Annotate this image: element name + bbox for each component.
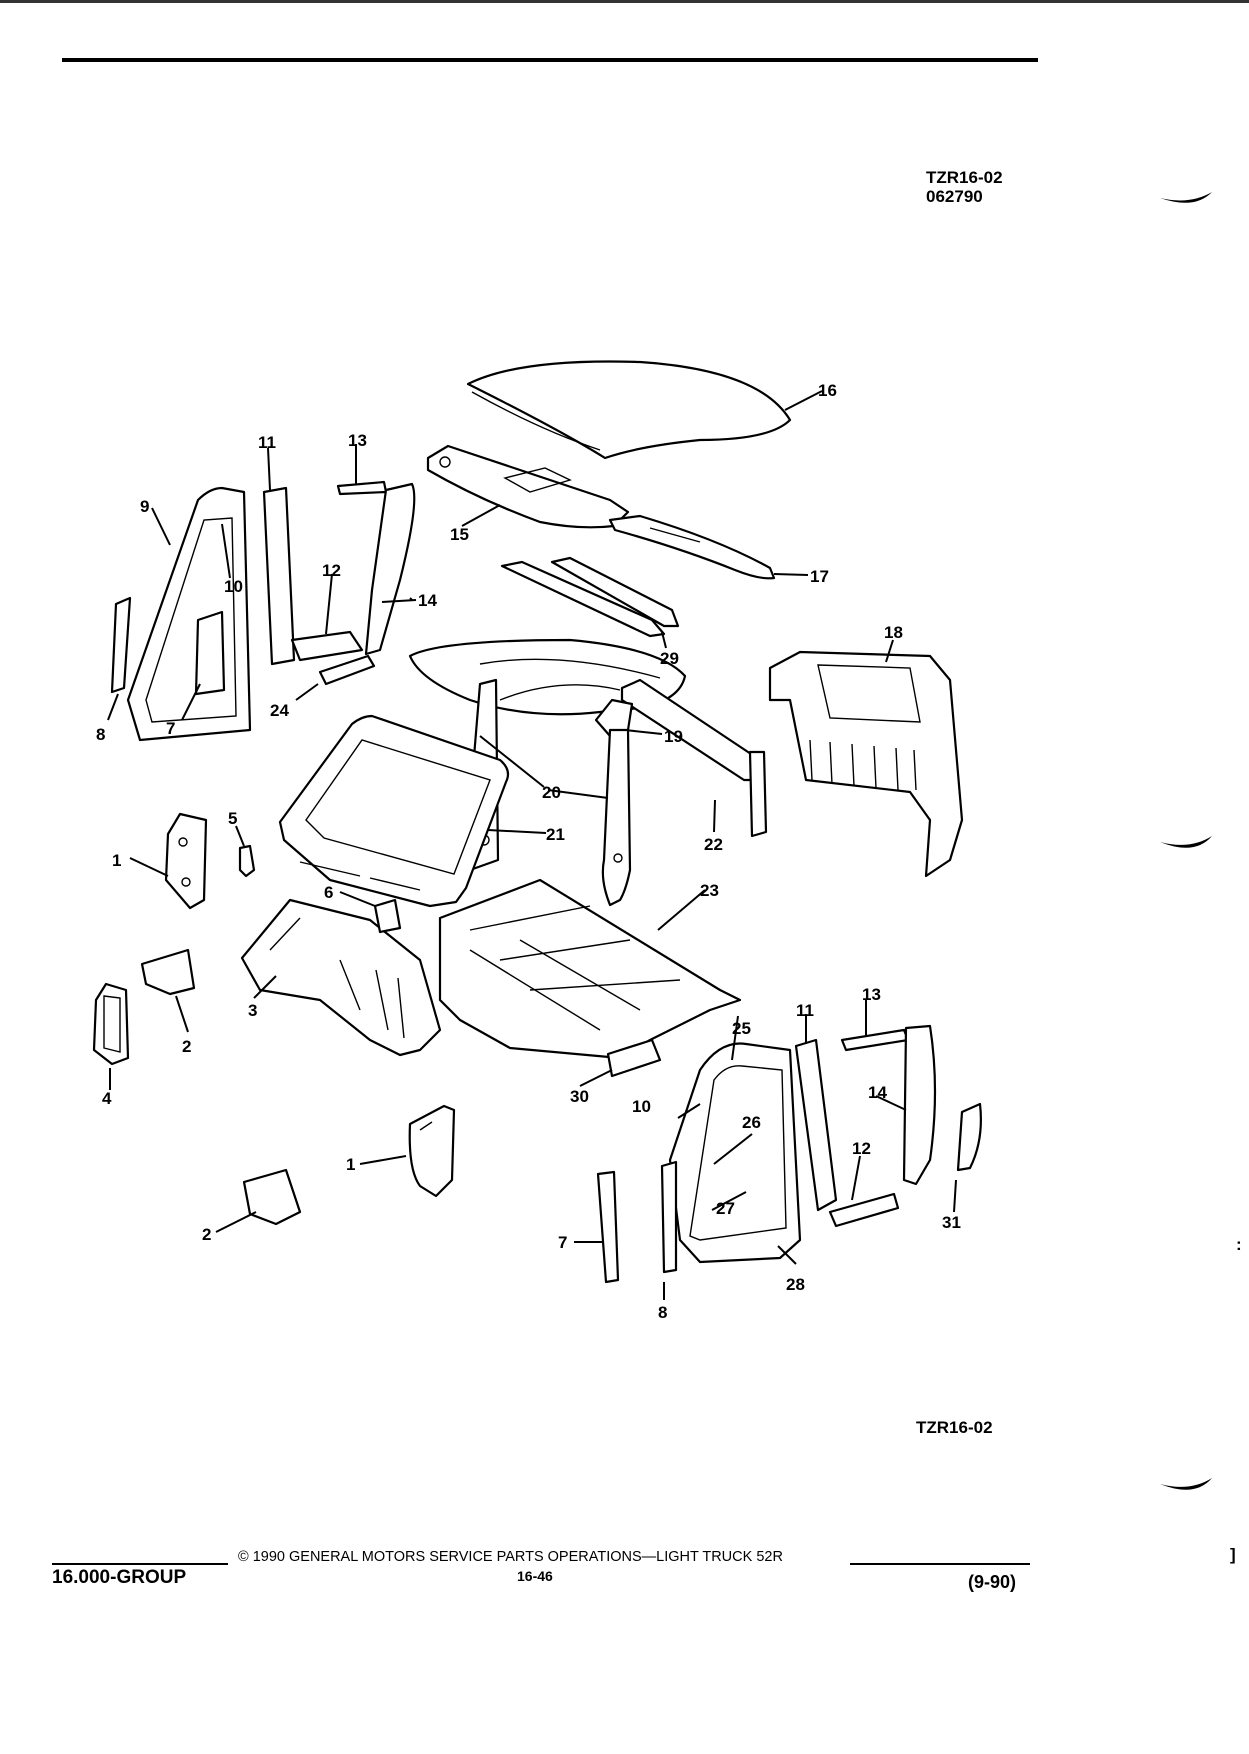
part-header-panel <box>426 444 630 529</box>
header-code: TZR16-02 062790 <box>926 168 1003 206</box>
part-floor-bracket-30 <box>579 1038 662 1087</box>
callout-29: 29 <box>660 649 679 668</box>
part-pad-5 <box>235 825 256 878</box>
part-cowl-panel <box>240 898 442 1057</box>
edge-mark-2: ] <box>1230 1545 1236 1564</box>
callout-16: 16 <box>818 381 837 400</box>
header-code-line1: TZR16-02 <box>926 168 1003 187</box>
callout-10-right: 10 <box>632 1097 651 1116</box>
callout-25: 25 <box>732 1019 751 1038</box>
callout-18: 18 <box>884 623 903 642</box>
callout-20: 20 <box>542 783 561 802</box>
part-bracket-6 <box>339 891 402 934</box>
callout-2-lower: 2 <box>202 1225 211 1244</box>
part-kick-panel-lower <box>215 1168 302 1233</box>
callout-30: 30 <box>570 1087 589 1106</box>
callout-7-right: 7 <box>558 1233 567 1252</box>
footer-page-number: 16-46 <box>517 1568 553 1584</box>
part-back-panel <box>768 639 964 878</box>
callout-11-left: 11 <box>258 433 276 452</box>
callout-8-right: 8 <box>658 1303 667 1322</box>
callout-26: 26 <box>742 1113 761 1132</box>
footer-group: 16.000-GROUP <box>52 1567 187 1588</box>
part-rear-roof-bow <box>608 514 809 580</box>
part-kick-panel-left <box>140 948 196 1033</box>
footer-date: (9-90) <box>968 1572 1017 1592</box>
part-hinge-pillar-left <box>129 812 208 910</box>
callout-1-upper: 1 <box>112 851 121 870</box>
binder-mark-3 <box>1160 1478 1212 1490</box>
binder-mark-1 <box>1160 192 1212 203</box>
callout-9: 9 <box>140 497 149 516</box>
callout-28: 28 <box>786 1275 805 1294</box>
footer-rule-right <box>850 1563 1030 1565</box>
callout-10-left: 10 <box>224 577 243 596</box>
callout-12-right: 12 <box>852 1139 871 1158</box>
header-rule <box>62 58 1038 62</box>
callout-17: 17 <box>810 567 829 586</box>
callout-21: 21 <box>546 825 565 844</box>
callout-22: 22 <box>704 835 723 854</box>
callout-5: 5 <box>228 809 237 828</box>
part-roof-rails <box>500 556 680 649</box>
edge-mark-1: : <box>1236 1235 1242 1254</box>
callout-7-left: 7 <box>166 719 175 738</box>
callout-2-upper: 2 <box>182 1037 191 1056</box>
callout-4: 4 <box>102 1089 112 1108</box>
leader-14-left <box>381 599 417 603</box>
scan-edge <box>0 0 1249 3</box>
part-door-frame-right <box>574 1000 982 1300</box>
part-door-frame-left <box>107 444 416 742</box>
part-lock-pillar-top <box>594 698 663 738</box>
callout-24: 24 <box>270 701 289 720</box>
callout-6: 6 <box>324 883 333 902</box>
part-rear-rail <box>620 678 768 838</box>
callout-8-left: 8 <box>96 725 105 744</box>
part-hinge-pillar-lower <box>359 1104 456 1198</box>
callout-12-left: 12 <box>322 561 341 580</box>
part-gasket-4 <box>92 982 130 1090</box>
callout-23: 23 <box>700 881 719 900</box>
callout-3: 3 <box>248 1001 257 1020</box>
callout-13-left: 13 <box>348 431 367 450</box>
binder-mark-2 <box>1160 836 1212 848</box>
callout-13-right: 13 <box>862 985 881 1004</box>
callout-15: 15 <box>450 525 469 544</box>
callout-14-left: 14 <box>418 591 437 610</box>
callout-19: 19 <box>664 727 683 746</box>
part-windshield-frame <box>278 714 547 908</box>
figure-code: TZR16-02 <box>916 1418 993 1437</box>
part-roof-panel <box>466 360 823 460</box>
callout-11-right: 11 <box>796 1001 814 1020</box>
header-code-line2: 062790 <box>926 187 983 206</box>
callout-1-lower: 1 <box>346 1155 355 1174</box>
footer-copyright: © 1990 GENERAL MOTORS SERVICE PARTS OPER… <box>238 1549 783 1565</box>
part-floor-panel <box>438 878 742 1060</box>
callout-31: 31 <box>942 1213 961 1232</box>
callout-27: 27 <box>716 1199 735 1218</box>
callout-14-right: 14 <box>868 1083 887 1102</box>
footer-rule-left <box>52 1563 228 1565</box>
